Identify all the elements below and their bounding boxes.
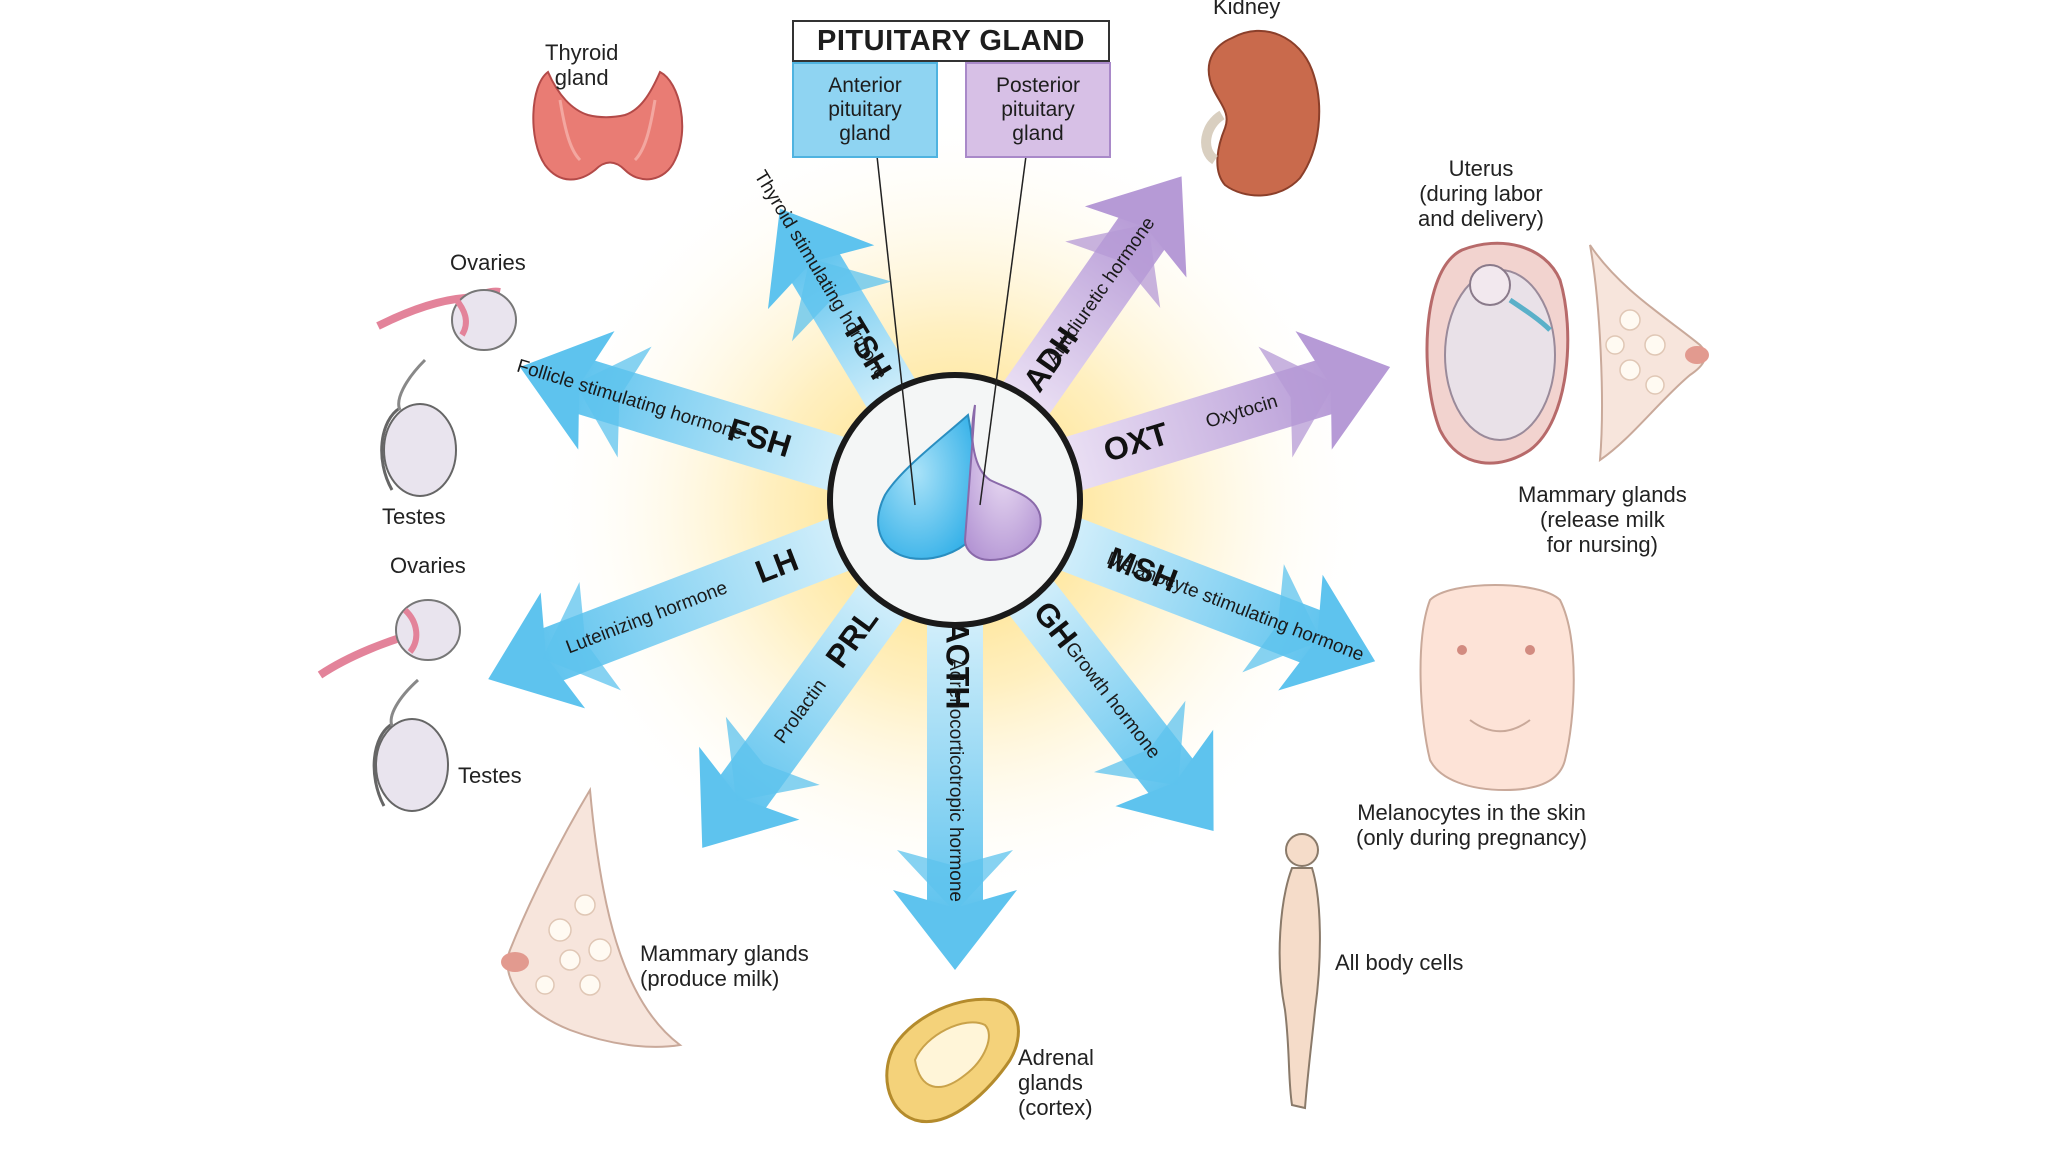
arrow-inner-head-tsh xyxy=(791,258,892,342)
anterior-pituitary-label: Anterior pituitary gland xyxy=(792,62,938,158)
testes-bottom-label: Testes xyxy=(458,763,522,788)
arrow-inner-head-fsh xyxy=(575,346,652,458)
arrow-inner-head-gh xyxy=(1093,700,1186,786)
uterus-label: Uterus (during labor and delivery) xyxy=(1418,156,1544,231)
arrow-inner-head-lh xyxy=(542,582,622,691)
melanocytes-label: Melanocytes in the skin (only during pre… xyxy=(1356,800,1588,850)
arrow-head-lh xyxy=(488,592,586,709)
arrow-shaft-lh xyxy=(529,513,863,686)
arrow-shaft-acth xyxy=(927,610,983,915)
breast-illustration-left xyxy=(501,786,683,1048)
testis-illustration-top xyxy=(380,358,457,497)
posterior-lobe-shape xyxy=(963,404,1042,562)
arrow-head-gh xyxy=(1115,729,1214,831)
pregnant-uterus-illustration xyxy=(1425,241,1570,465)
breast-illustration-right xyxy=(1589,244,1709,462)
arrow-shaft-gh xyxy=(1000,569,1202,805)
testes-top-label: Testes xyxy=(382,504,446,529)
ovary-illustration-top xyxy=(376,287,517,351)
ovary-illustration-bottom xyxy=(317,599,461,679)
kidney-illustration xyxy=(1201,29,1321,197)
arrow-inner-head-msh xyxy=(1242,564,1321,673)
arrow-head-adh xyxy=(1084,176,1187,278)
arrow-inner-head-oxt xyxy=(1258,346,1335,458)
arrow-inner-head-acth xyxy=(897,850,1013,912)
hormone-name-acth: Adrenocorticotropic hormone xyxy=(945,658,966,902)
arrow-shaft-fsh xyxy=(564,356,858,495)
arrow-head-msh xyxy=(1278,574,1376,691)
posterior-pituitary-label: Posterior pituitary gland xyxy=(965,62,1111,158)
ovaries-top-label: Ovaries xyxy=(450,250,526,275)
all-body-cells-label: All body cells xyxy=(1335,950,1464,975)
testis-illustration-bottom xyxy=(372,678,449,812)
mammary-release-label: Mammary glands (release milk for nursing… xyxy=(1518,482,1687,557)
arrow-head-oxt xyxy=(1295,331,1391,450)
anterior-leader-line xyxy=(876,155,916,506)
mammary-produce-label: Mammary glands (produce milk) xyxy=(640,941,809,991)
diagram-title: PITUITARY GLAND xyxy=(792,20,1110,62)
arrow-head-fsh xyxy=(519,331,615,450)
adrenal-label: Adrenal glands (cortex) xyxy=(1018,1045,1094,1120)
kidney-label: Kidney xyxy=(1213,0,1281,19)
pituitary-gland-circle xyxy=(827,372,1083,628)
arrow-head-tsh xyxy=(767,208,875,310)
arrow-inner-head-prl xyxy=(725,716,820,801)
arrow-head-prl xyxy=(699,746,800,848)
torso-illustration xyxy=(1419,584,1575,792)
hormone-abbr-acth: ACTH xyxy=(940,621,976,710)
arrow-head-acth xyxy=(893,890,1017,970)
adrenal-illustration xyxy=(885,997,1020,1123)
posterior-leader-line xyxy=(979,155,1027,506)
body-silhouette-illustration xyxy=(1278,833,1321,1110)
ovaries-bottom-label: Ovaries xyxy=(390,553,466,578)
arrow-inner-head-adh xyxy=(1065,223,1161,309)
thyroid-label: Thyroid gland xyxy=(545,40,619,90)
arrow-shaft-oxt xyxy=(1052,356,1346,495)
thyroid-illustration xyxy=(532,70,684,181)
arrow-shaft-msh xyxy=(1047,513,1334,668)
arrow-shaft-prl xyxy=(711,572,913,820)
